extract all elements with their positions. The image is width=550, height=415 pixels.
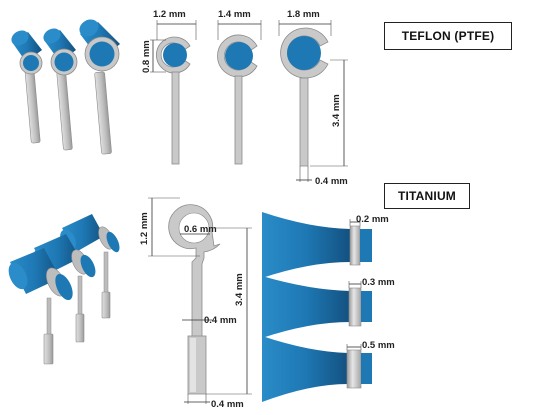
teflon-3d-prostheses xyxy=(11,19,120,155)
titanium-3d-front xyxy=(8,248,73,365)
teflon-3d-large xyxy=(79,19,120,155)
teflon-small-stem xyxy=(171,71,180,165)
titanium-shaft-upper-label: 0.4 mm xyxy=(204,315,237,326)
teflon-shaft-label: 0.4 mm xyxy=(315,176,348,187)
titanium-piston-details: 0.2 mm 0.3 mm 0.5 mm xyxy=(262,212,395,402)
dim-titanium-shaft-upper: 0.4 mm xyxy=(182,315,237,326)
teflon-3d-small xyxy=(11,30,43,144)
piston-detail-a: 0.2 mm xyxy=(262,212,389,278)
teflon-thickness-label: 0.8 mm xyxy=(141,40,152,73)
dim-titanium-length: 3.4 mm xyxy=(206,227,252,395)
dim-teflon-thickness: 0.8 mm xyxy=(141,39,166,73)
teflon-medium-stem xyxy=(234,75,243,165)
titanium-label-box: TITANIUM xyxy=(384,183,470,209)
titanium-shaft-lower-label: 0.4 mm xyxy=(211,399,244,410)
teflon-width-large-label: 1.8 mm xyxy=(287,9,320,20)
dim-titanium-shaft-lower: 0.4 mm xyxy=(184,394,244,410)
titanium-3d-prostheses xyxy=(8,214,120,365)
dim-teflon-width-large: 1.8 mm xyxy=(278,9,332,36)
teflon-view-medium xyxy=(217,34,258,165)
piston-a-label: 0.2 mm xyxy=(356,214,389,225)
dim-titanium-head-height: 1.2 mm xyxy=(139,197,200,257)
titanium-technical-view: 1.2 mm 0.6 mm 3.4 mm 0.4 mm 0.4 mm xyxy=(139,197,252,410)
teflon-view-large xyxy=(280,27,329,167)
dim-teflon-shaft: 0.4 mm xyxy=(296,166,348,187)
piston-c-label: 0.5 mm xyxy=(362,340,395,351)
teflon-label-box: TEFLON (PTFE) xyxy=(384,22,512,50)
teflon-technical-views: 1.2 mm 1.4 mm 1.8 mm 0.8 mm 3.4 xyxy=(141,9,348,187)
teflon-width-small-label: 1.2 mm xyxy=(153,9,186,20)
teflon-3d-medium xyxy=(43,28,78,151)
piston-detail-c: 0.5 mm xyxy=(262,336,395,402)
teflon-large-stem xyxy=(299,77,309,167)
titanium-length-label: 3.4 mm xyxy=(234,273,245,306)
dim-teflon-width-small: 1.2 mm xyxy=(153,9,197,40)
titanium-hook xyxy=(168,204,221,341)
titanium-head-height-label: 1.2 mm xyxy=(139,212,150,245)
piston-detail-b: 0.3 mm xyxy=(262,276,395,338)
teflon-medium-ring xyxy=(217,34,258,78)
teflon-view-small xyxy=(156,36,191,165)
dim-teflon-length: 3.4 mm xyxy=(310,59,348,167)
piston-b-label: 0.3 mm xyxy=(362,277,395,288)
dim-titanium-inner: 0.6 mm xyxy=(180,224,217,235)
dim-teflon-width-medium: 1.4 mm xyxy=(217,9,262,40)
teflon-length-label: 3.4 mm xyxy=(331,94,342,127)
titanium-inner-label: 0.6 mm xyxy=(184,224,217,235)
titanium-label: TITANIUM xyxy=(397,189,457,203)
teflon-label: TEFLON (PTFE) xyxy=(401,29,495,43)
teflon-width-medium-label: 1.4 mm xyxy=(218,9,251,20)
